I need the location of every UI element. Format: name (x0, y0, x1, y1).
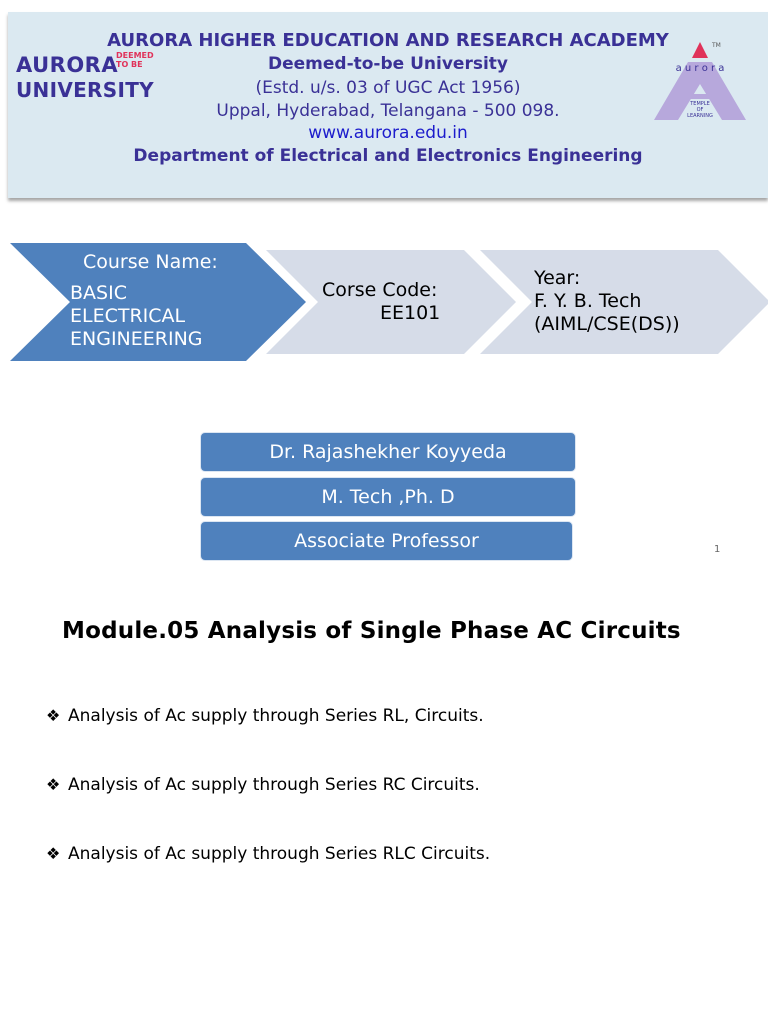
list-item-text: Analysis of Ac supply through Series RL,… (68, 706, 484, 726)
diamond-bullet-icon: ❖ (46, 775, 61, 794)
course-name-line1: BASIC (70, 282, 127, 304)
chevron-light-shape (480, 250, 768, 354)
list-item: ❖ Analysis of Ac supply through Series RL… (46, 706, 484, 726)
institution-name: AURORA HIGHER EDUCATION AND RESEARCH ACA… (107, 30, 669, 51)
aurora-university-logo: AURORA DEEMED TO BE UNIVERSITY (16, 51, 166, 105)
chevron-dark-shape (10, 243, 306, 361)
year-line1: F. Y. B. Tech (534, 290, 642, 312)
module-title: Module.05 Analysis of Single Phase AC Ci… (62, 618, 681, 644)
svg-text:TM: TM (711, 42, 721, 49)
course-code-label: Corse Code: (322, 279, 438, 301)
list-item-text: Analysis of Ac supply through Series RC … (68, 775, 480, 795)
logo-word-aurora: AURORA (16, 53, 119, 77)
university-status: Deemed-to-be University (267, 54, 508, 74)
logo-deemed-line1: DEEMED (116, 51, 154, 60)
svg-text:OF: OF (697, 107, 704, 113)
logo-word-university: UNIVERSITY (16, 78, 154, 102)
page-number: 1 (714, 544, 721, 555)
year-label: Year: (534, 267, 581, 289)
svg-text:LEARNING: LEARNING (687, 113, 713, 119)
course-name-label: Course Name: (83, 251, 218, 273)
establishment-note: (Estd. u/s. 03 of UGC Act 1956) (255, 78, 521, 98)
course-name-line2: ELECTRICAL (70, 305, 186, 327)
logo-deemed-line2: TO BE (116, 60, 143, 69)
course-name-chevron: Course Name: BASIC ELECTRICAL ENGINEERIN… (10, 243, 306, 361)
course-code-value: EE101 (380, 302, 441, 324)
header-banner: AURORA HIGHER EDUCATION AND RESEARCH ACA… (8, 12, 768, 198)
website-link[interactable]: www.aurora.edu.in (308, 123, 468, 143)
department-name: Department of Electrical and Electronics… (133, 146, 643, 166)
list-item: ❖ Analysis of Ac supply through Series RC… (46, 775, 480, 795)
year-line2: (AIML/CSE(DS)) (534, 313, 680, 335)
course-name-line3: ENGINEERING (70, 328, 203, 350)
svg-text:TEMPLE: TEMPLE (689, 101, 710, 107)
temple-logo-icon: TM a u r o r a TEMPLE OF LEARNING (654, 42, 746, 120)
list-item: ❖ Analysis of Ac supply through Series RL… (46, 844, 490, 864)
faculty-degree-box: M. Tech ,Ph. D (200, 477, 576, 517)
list-item-text: Analysis of Ac supply through Series RLC… (68, 844, 491, 864)
faculty-title-box: Associate Professor (200, 521, 573, 561)
diamond-bullet-icon: ❖ (46, 706, 61, 725)
aurora-temple-logo: TM a u r o r a TEMPLE OF LEARNING (648, 38, 748, 134)
chevron-light-shape (266, 250, 516, 354)
faculty-name-box: Dr. Rajashekher Koyyeda (200, 432, 576, 472)
logo-deemed-tag: DEEMED TO BE (116, 51, 162, 69)
svg-text:a u r o r a: a u r o r a (676, 63, 725, 74)
year-chevron: Year: F. Y. B. Tech (AIML/CSE(DS)) (480, 250, 768, 354)
diamond-bullet-icon: ❖ (46, 844, 61, 863)
address: Uppal, Hyderabad, Telangana - 500 098. (216, 101, 560, 121)
course-code-chevron: Corse Code: EE101 (266, 250, 516, 354)
